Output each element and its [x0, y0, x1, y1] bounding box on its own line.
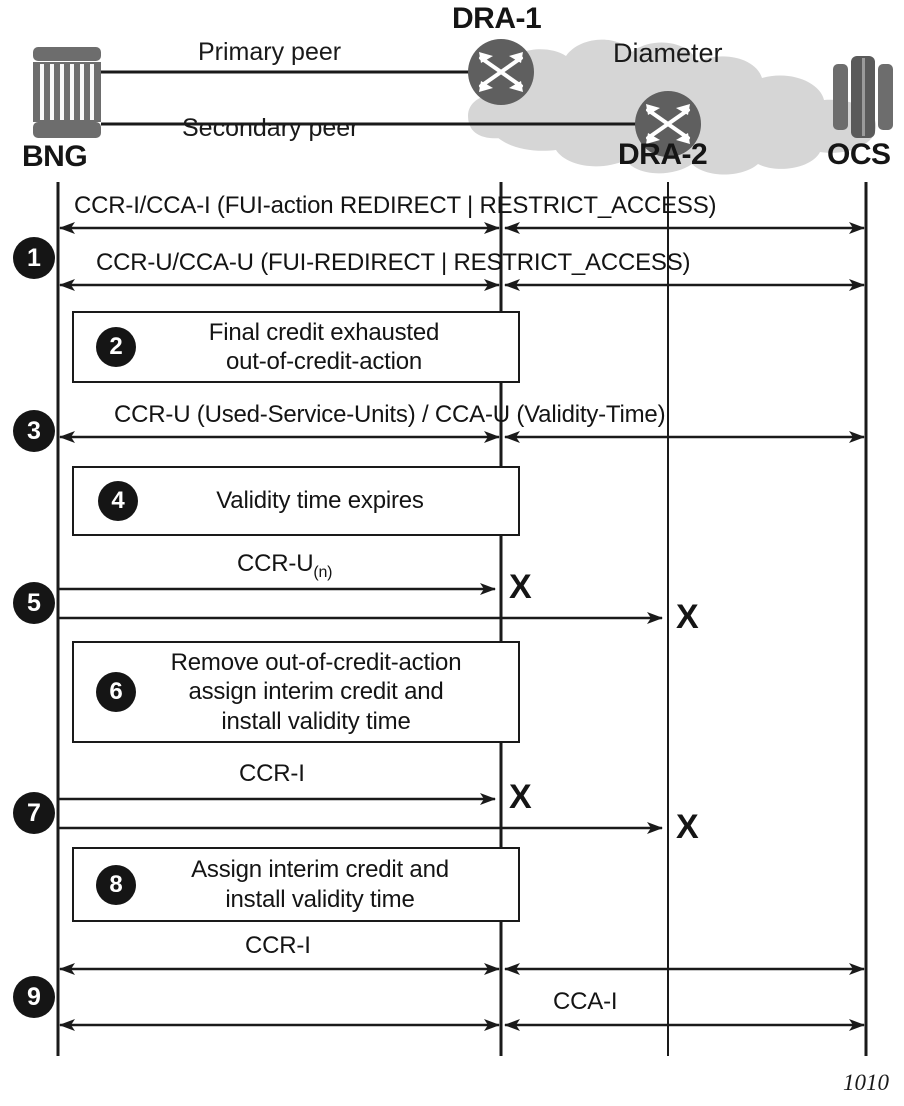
note-box-4: 4 Validity time expires	[72, 466, 520, 536]
note-text-6: Remove out-of-credit-action assign inter…	[170, 649, 462, 735]
bng-device-icon	[33, 47, 101, 138]
primary-peer-label: Primary peer	[198, 38, 342, 66]
step-badge-6: 6	[96, 672, 136, 712]
message-label-7: CCR-I	[239, 760, 305, 787]
step-1-arrows	[59, 222, 865, 291]
message-label-1a: CCR-I/CCA-I (FUI-action REDIRECT | RESTR…	[74, 192, 717, 219]
failure-mark-dra2-step7: X	[676, 808, 699, 846]
step-badge-4: 4	[98, 481, 138, 521]
node-label-dra1: DRA-1	[452, 2, 542, 35]
message-label-5-subscript: (n)	[313, 563, 333, 581]
message-label-5-main: CCR-U	[237, 550, 314, 577]
node-label-ocs: OCS	[827, 138, 891, 171]
message-label-1b: CCR-U/CCA-U (FUI-REDIRECT | RESTRICT_ACC…	[96, 249, 691, 276]
note-box-2: 2 Final credit exhausted out-of-credit-a…	[72, 311, 520, 383]
step-5-arrows	[58, 583, 663, 624]
step-badge-3: 3	[13, 410, 55, 452]
note-box-8: 8 Assign interim credit and install vali…	[72, 847, 520, 922]
dra1-device-icon	[468, 39, 534, 105]
step-badge-9: 9	[13, 976, 55, 1018]
node-label-bng: BNG	[22, 140, 88, 173]
failure-mark-dra1-step7: X	[509, 778, 532, 816]
message-label-9b: CCA-I	[553, 988, 618, 1015]
failure-mark-dra2-step5: X	[676, 598, 699, 636]
cloud-label-diameter: Diameter	[613, 38, 723, 68]
secondary-peer-label: Secondary peer	[182, 114, 359, 142]
message-label-9a: CCR-I	[245, 932, 311, 959]
message-label-3: CCR-U (Used-Service-Units) / CCA-U (Vali…	[114, 401, 666, 428]
node-label-dra2: DRA-2	[618, 138, 708, 171]
note-text-8: Assign interim credit and install validi…	[191, 856, 449, 913]
step-badge-8: 8	[96, 864, 136, 905]
note-text-2: Final credit exhausted out-of-credit-act…	[208, 318, 440, 375]
note-text-4: Validity time expires	[216, 487, 424, 515]
step-badge-7: 7	[13, 792, 55, 834]
message-label-5: CCR-U(n)	[237, 550, 332, 582]
step-9-arrows	[59, 963, 865, 1031]
dra2-device-icon	[635, 91, 701, 157]
note-box-6: 6 Remove out-of-credit-action assign int…	[72, 641, 520, 743]
figure-caption: 1010	[843, 1070, 889, 1095]
step-badge-5: 5	[13, 582, 55, 624]
step-badge-1: 1	[13, 237, 55, 279]
failure-mark-dra1-step5: X	[509, 568, 532, 606]
step-7-arrows	[58, 793, 663, 834]
ocs-device-icon	[833, 56, 893, 138]
step-badge-2: 2	[96, 327, 136, 367]
